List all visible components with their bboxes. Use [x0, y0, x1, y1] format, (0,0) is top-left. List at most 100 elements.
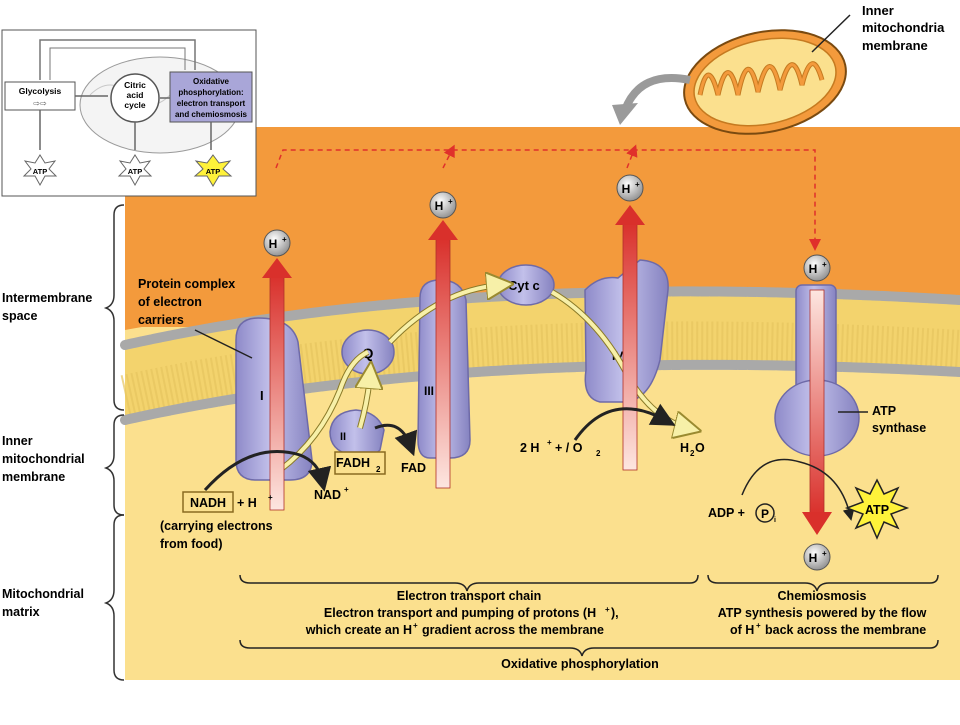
protein-complex-label-2: of electron — [138, 295, 202, 309]
phosphate-circle-icon — [755, 503, 775, 523]
oxphos-label-1: Oxidative — [193, 77, 230, 86]
etc-caption-1: Electron transport chain — [397, 589, 541, 603]
proton-pump-arrow-IV — [622, 221, 638, 471]
h-plus-synthase-in: H — [809, 262, 818, 276]
nadh-box — [182, 491, 234, 513]
protein-complex-label-1: Protein complex — [138, 277, 235, 291]
etc-caption-3: which create an H — [305, 623, 412, 637]
svg-text:2: 2 — [376, 465, 381, 474]
h-plus-III: H — [435, 199, 444, 213]
oxphos-label-3: electron transport — [177, 99, 246, 108]
nad-label: NAD — [314, 488, 341, 502]
citric-label-3: cycle — [124, 100, 146, 110]
protein-complex-label-3: carriers — [138, 313, 184, 327]
region-matrix-1: Mitochondrial — [2, 587, 84, 601]
phosphate-label: P — [761, 507, 769, 521]
svg-text:+: + — [413, 621, 418, 630]
mito-label-1: Inner — [862, 3, 894, 18]
nadh-oxidation-arrow — [203, 450, 332, 492]
svg-text:O: O — [695, 441, 705, 455]
svg-text:+: + — [756, 621, 761, 630]
h-plus-ions: H + H + H + H + H + — [263, 174, 831, 571]
svg-text:+: + — [282, 235, 287, 244]
mito-label-3: membrane — [862, 38, 928, 53]
proton-pump-arrow-III — [435, 237, 451, 489]
svg-text:2: 2 — [596, 449, 601, 458]
atp-product-burst — [844, 478, 910, 540]
oxphos-caption: Oxidative phosphorylation — [501, 657, 659, 671]
proton-return-path-2 — [442, 144, 455, 169]
svg-text:),: ), — [611, 606, 619, 620]
fadh2-oxidation-arrow — [374, 423, 418, 457]
region-matrix-2: matrix — [2, 605, 40, 619]
water-formation-arrow — [573, 403, 676, 441]
oxphos-brace — [239, 639, 939, 657]
plus-h-label: + H — [237, 496, 257, 510]
overview-inset: Glycolysis ⇨⇨ Citric acid cycle Oxidativ… — [1, 29, 257, 197]
region-intermembrane-1: Intermembrane — [2, 291, 92, 305]
proton-flow-arrow-synthase — [809, 289, 825, 516]
h-plus-I: H — [269, 237, 278, 251]
chemi-caption-3: of H — [730, 623, 754, 637]
mito-label-2: mitochondria — [862, 20, 945, 35]
fadh2-label: FADH — [336, 456, 370, 470]
atp-synthase-label-2: synthase — [872, 421, 926, 435]
chemiosmosis-brace — [707, 574, 939, 592]
atp-burst-oxphos: ATP — [206, 167, 220, 176]
svg-text:+: + — [448, 197, 453, 206]
citric-label-1: Citric — [124, 80, 146, 90]
atp-burst-glycolysis: ATP — [33, 167, 47, 176]
glycolysis-arrows-icon: ⇨⇨ — [33, 99, 47, 108]
complex-III-label: III — [424, 384, 434, 398]
region-inner-3: membrane — [2, 470, 65, 484]
region-inner-2: mitochondrial — [2, 452, 85, 466]
svg-text:+: + — [268, 493, 273, 502]
region-braces — [103, 204, 125, 681]
two-h-label: 2 H — [520, 441, 539, 455]
svg-text:+: + — [635, 180, 640, 189]
atp-product-label: ATP — [865, 503, 889, 517]
oxphos-label-4: and chemiosmosis — [175, 110, 248, 119]
region-intermembrane-2: space — [2, 309, 37, 323]
nadh-label: NADH — [190, 496, 226, 510]
complex-II — [329, 409, 385, 458]
adp-label: ADP + — [708, 506, 745, 520]
complex-I-label: I — [260, 388, 264, 403]
cyt-c-label: Cyt c — [508, 278, 540, 293]
proton-return-path-3 — [626, 144, 638, 169]
region-inner-1: Inner — [2, 434, 33, 448]
carrying-label-2: from food) — [160, 537, 222, 551]
atp-synthase-label-1: ATP — [872, 404, 896, 418]
h2o-label: H — [680, 441, 689, 455]
mitochondrion-illustration — [612, 14, 851, 135]
proton-return-path — [275, 149, 821, 251]
svg-text:+: + — [605, 605, 610, 614]
atp-synthesis-arrow — [741, 458, 855, 521]
fadh2-box — [334, 451, 386, 475]
proton-pump-arrow-I — [269, 274, 285, 511]
svg-text:+: + — [822, 549, 827, 558]
glycolysis-label: Glycolysis — [19, 86, 62, 96]
etc-brace — [239, 574, 699, 592]
chemi-caption-1: Chemiosmosis — [778, 589, 867, 603]
etc-caption-2: Electron transport and pumping of proton… — [324, 606, 596, 620]
svg-text:+: + — [344, 485, 349, 494]
complex-II-label: II — [340, 431, 346, 443]
svg-text:i: i — [774, 517, 776, 524]
h-plus-IV: H — [622, 182, 631, 196]
svg-text:2: 2 — [690, 449, 695, 458]
h-plus-synthase-out: H — [809, 551, 818, 565]
fad-label: FAD — [401, 461, 426, 475]
etc-caption-3b: gradient across the membrane — [422, 623, 604, 637]
citric-label-2: acid — [126, 90, 143, 100]
svg-text:+: + — [547, 438, 552, 447]
oxphos-label-2: phosphorylation: — [178, 88, 243, 97]
o2-part-label: + / O — [555, 441, 583, 455]
chemi-caption-2: ATP synthesis powered by the flow — [718, 606, 927, 620]
atp-burst-citric: ATP — [128, 167, 142, 176]
svg-text:+: + — [822, 260, 827, 269]
intermembrane-space-region — [125, 127, 960, 330]
chemi-caption-3b: back across the membrane — [765, 623, 926, 637]
